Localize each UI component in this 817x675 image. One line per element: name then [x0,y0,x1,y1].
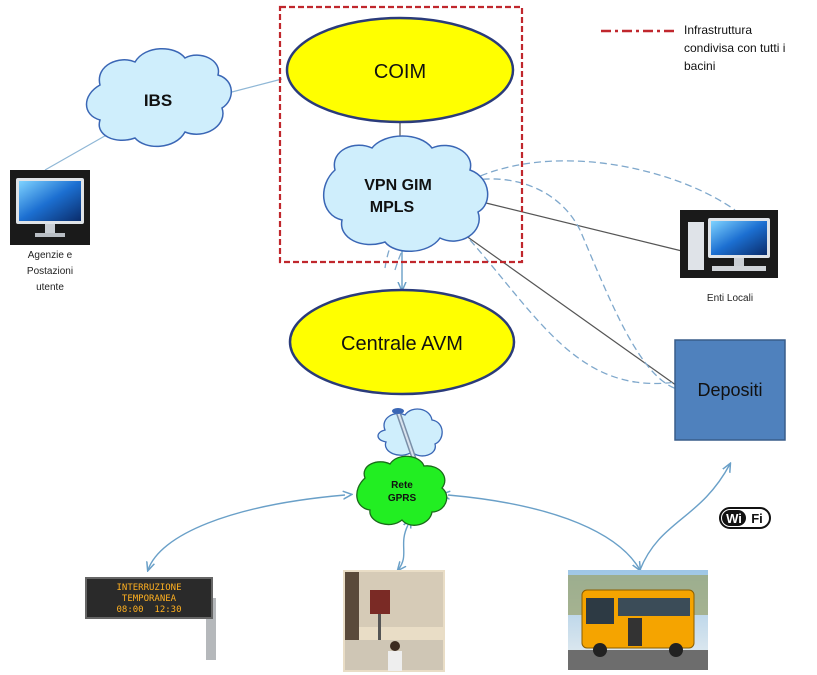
agenzie-label-line3: utente [36,282,64,293]
bus-windshield [586,598,614,624]
dashed-centrale-depositi [469,239,677,385]
variable-message-sign[interactable]: INTERRUZIONE TEMPORANEA 08:00 12:30 [85,577,216,660]
agenzie-label-line2: Postazioni [26,266,74,277]
legend-text-line1: Infrastruttura [684,23,752,37]
bus-depositi-arrow [639,464,730,571]
legend: Infrastruttura condivisa con tutti i bac… [601,23,785,73]
bus-photo[interactable] [568,570,708,670]
legend-text-line3: bacini [684,59,715,73]
ibs-node[interactable]: IBS [85,47,232,148]
bus-wheel-rear [669,643,683,657]
agenzie-monitor-base [35,233,65,237]
sign-text-line1: INTERRUZIONE [116,583,181,593]
ibs-coim-line [227,78,283,94]
small-cloud [377,408,443,457]
enti-keyboard [712,266,766,271]
coim-label: COIM [374,61,426,83]
enti-locali-label: Enti Locali [706,293,754,304]
centrale-avm-label: Centrale AVM [341,333,463,355]
depositi-node[interactable]: Depositi [674,339,786,441]
agenzie-monitor-screen [19,181,81,221]
sign-panel [85,577,213,619]
sign-text-line3: 08:00 12:30 [116,605,181,615]
wifi-logo-left [722,510,746,526]
agenzie-label-line1: Agenzie e [27,250,73,261]
wifi-logo-wi: Wi [726,511,742,526]
gprs-sign-arrow [148,495,345,570]
vpn-gim-node[interactable]: VPN GIM MPLS [322,135,489,253]
enti-monitor-screen [711,221,767,255]
wifi-logo-fi: Fi [751,511,763,526]
vpn-depositi-line [461,232,681,389]
ibs-label: IBS [144,91,172,110]
agenzie-monitor-stand [45,224,55,234]
bus-side-windows [618,598,690,616]
bus-door [628,618,642,646]
stop-photo-wall [345,572,443,627]
depositi-label: Depositi [697,380,762,400]
ibs-cloud [85,47,232,148]
stop-photo-pole [378,614,381,664]
bus-wheel-front [593,643,607,657]
stop-photo-person-head [390,641,400,651]
agenzie-workstation[interactable] [10,170,90,245]
centrale-avm-node[interactable]: Centrale AVM [288,288,516,396]
sign-text-line2: TEMPORANEA [122,594,177,604]
gprs-bus-arrow [448,495,640,570]
enti-locali-workstation[interactable] [680,210,778,278]
enti-tower [688,222,704,270]
rete-gprs-label-line2: GPRS [388,493,417,504]
rete-gprs-cloud [356,455,448,526]
sign-pole [206,598,216,660]
vpn-enti-line [485,202,687,253]
wifi-logo: Wi Fi [719,507,771,529]
gprs-stop-arrow [398,525,408,570]
stop-photo-sign [370,590,390,614]
coim-node[interactable]: COIM [285,16,515,124]
ibs-agenzie-line [44,132,111,171]
shared-infrastructure-box [278,5,524,264]
bus-stop-photo[interactable] [343,570,445,672]
vpn-gim-label-line2: MPLS [370,199,415,216]
vpn-gim-cloud [322,135,489,253]
rete-gprs-label-line1: Rete [391,480,413,491]
agenzie-label: Agenzie e Postazioni utente [16,248,84,296]
centrale-avm-ellipse [288,288,516,396]
stop-photo-person-body [388,651,402,671]
rete-gprs-node[interactable]: Rete GPRS [356,455,448,526]
antenna-top [392,408,404,414]
vpn-gim-label-line1: VPN GIM [364,177,432,194]
depositi-box [674,339,786,441]
legend-text-line2: condivisa con tutti i [684,41,785,55]
enti-monitor-stand [734,258,744,266]
bus-photo-road [568,650,708,670]
coim-ellipse [285,16,515,124]
